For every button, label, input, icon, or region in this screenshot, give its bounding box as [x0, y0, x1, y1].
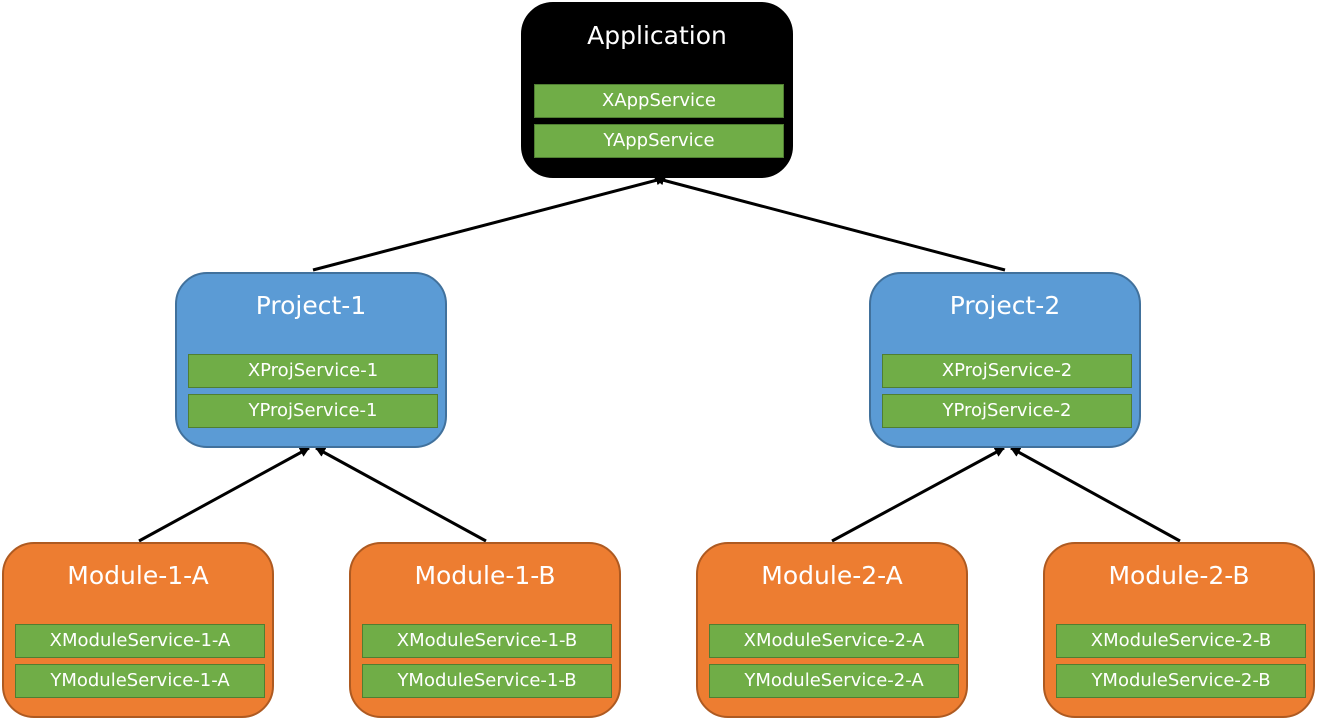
module-2-b-node: Module-2-B XModuleService-2-B YModuleSer… [1043, 542, 1315, 718]
edge-module-1-a-to-project-1 [138, 446, 310, 543]
module-2-a-node: Module-2-A XModuleService-2-A YModuleSer… [696, 542, 968, 718]
project-2-service-y: YProjService-2 [882, 394, 1132, 428]
module-2-a-title: Module-2-A [761, 561, 903, 590]
module-1-a-node: Module-1-A XModuleService-1-A YModuleSer… [2, 542, 274, 718]
module-1-b-node: Module-1-B XModuleService-1-B YModuleSer… [349, 542, 621, 718]
module-1-a-title: Module-1-A [67, 561, 209, 590]
edge-module-1-b-to-project-1 [315, 446, 487, 543]
application-title: Application [587, 21, 727, 50]
module-1-a-service-y: YModuleService-1-A [15, 664, 265, 698]
edge-module-2-b-to-project-2 [1010, 446, 1181, 543]
project-1-title: Project-1 [255, 291, 367, 320]
module-2-b-service-x: XModuleService-2-B [1056, 624, 1306, 658]
project-1-service-y: YProjService-1 [188, 394, 438, 428]
module-1-b-service-x: XModuleService-1-B [362, 624, 612, 658]
module-1-b-title: Module-1-B [414, 561, 556, 590]
project-2-service-x: XProjService-2 [882, 354, 1132, 388]
project-2-node: Project-2 XProjService-2 YProjService-2 [869, 272, 1141, 448]
application-service-y: YAppService [534, 124, 784, 158]
edge-project-1-to-application [312, 175, 666, 272]
module-2-a-service-x: XModuleService-2-A [709, 624, 959, 658]
project-1-node: Project-1 XProjService-1 YProjService-1 [175, 272, 447, 448]
module-2-a-service-y: YModuleService-2-A [709, 664, 959, 698]
module-1-b-service-y: YModuleService-1-B [362, 664, 612, 698]
application-service-x: XAppService [534, 84, 784, 118]
module-2-b-title: Module-2-B [1108, 561, 1250, 590]
module-2-b-service-y: YModuleService-2-B [1056, 664, 1306, 698]
project-1-service-x: XProjService-1 [188, 354, 438, 388]
project-2-title: Project-2 [949, 291, 1061, 320]
application-node: Application XAppService YAppService [521, 2, 793, 178]
edge-project-2-to-application [654, 175, 1006, 272]
module-1-a-service-x: XModuleService-1-A [15, 624, 265, 658]
edge-module-2-a-to-project-2 [831, 446, 1005, 543]
